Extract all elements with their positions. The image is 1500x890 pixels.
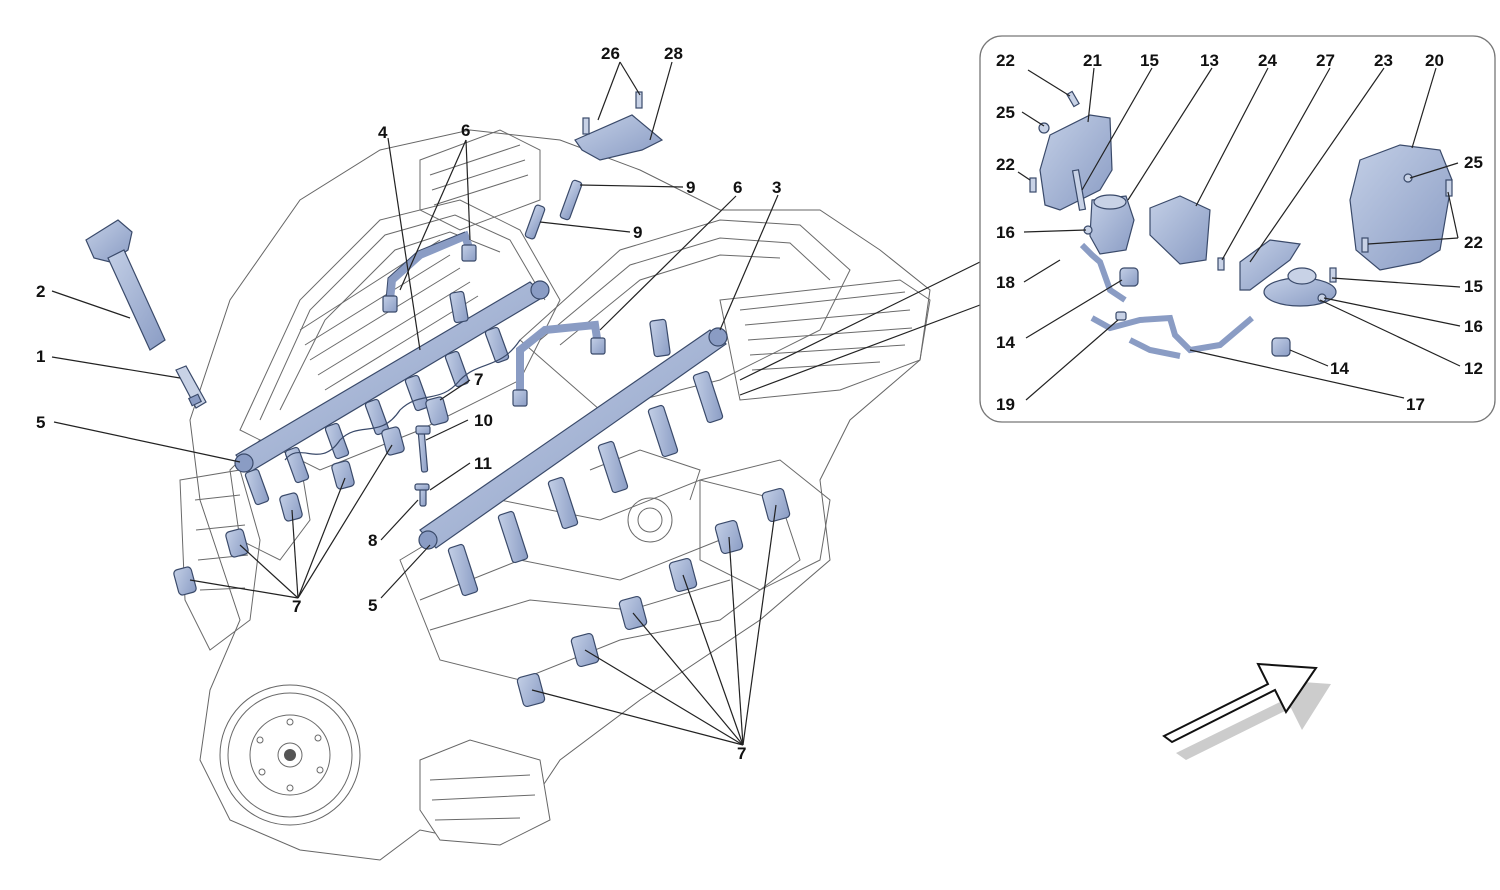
callout-15: 15 (1140, 51, 1159, 70)
callout-24: 24 (1258, 51, 1277, 70)
callout-2: 2 (36, 282, 45, 301)
callout-15b: 15 (1464, 277, 1483, 296)
callout-7: 7 (474, 370, 483, 389)
pins-9 (524, 179, 583, 240)
bolts-10-11-8 (414, 425, 431, 507)
fuel-rail-left (234, 280, 550, 506)
callout-5b: 5 (368, 596, 377, 615)
callout-13: 13 (1200, 51, 1219, 70)
callout-6b: 6 (733, 178, 742, 197)
callout-23: 23 (1374, 51, 1393, 70)
callout-5: 5 (36, 413, 45, 432)
inset-panel: 22 21 15 13 24 27 23 20 25 22 25 16 18 1… (979, 35, 1496, 423)
callout-25: 25 (1464, 153, 1483, 172)
callout-26: 26 (601, 44, 620, 63)
callout-27: 27 (1316, 51, 1335, 70)
callout-11: 11 (474, 454, 492, 473)
callout-22: 22 (996, 51, 1015, 70)
callout-12: 12 (1464, 359, 1483, 378)
highlighted-parts (85, 91, 791, 708)
callout-3: 3 (772, 178, 781, 197)
fuel-pipe-6a (382, 230, 477, 313)
callout-22b: 22 (996, 155, 1015, 174)
callout-9: 9 (686, 178, 695, 197)
callout-9b: 9 (633, 223, 642, 242)
callouts-inset: 22 21 15 13 24 27 23 20 25 22 25 16 18 1… (996, 51, 1483, 414)
leader-lines-main (51, 61, 981, 746)
callout-18: 18 (996, 273, 1015, 292)
fuel-pipe-6b (512, 320, 606, 407)
callout-16b: 16 (1464, 317, 1483, 336)
ignition-coil (85, 219, 166, 351)
callout-6: 6 (461, 121, 470, 140)
callout-28: 28 (664, 44, 683, 63)
callouts-main: 2 1 5 4 6 26 28 9 9 6 3 7 10 11 8 5 7 7 (36, 44, 781, 763)
leader-lines-inset (1017, 67, 1461, 401)
callout-7b: 7 (292, 597, 301, 616)
callout-14b: 14 (1330, 359, 1349, 378)
callout-10: 10 (474, 411, 493, 430)
callout-7c: 7 (737, 744, 746, 763)
callout-16: 16 (996, 223, 1015, 242)
callout-1: 1 (36, 347, 45, 366)
callout-20: 20 (1425, 51, 1444, 70)
callout-22c: 22 (1464, 233, 1483, 252)
callout-4: 4 (378, 123, 388, 142)
callout-25b: 25 (996, 103, 1015, 122)
callout-21: 21 (1083, 51, 1102, 70)
callout-19: 19 (996, 395, 1015, 414)
direction-arrow-icon (1162, 662, 1331, 760)
callout-17: 17 (1406, 395, 1425, 414)
fuel-rail-right (418, 318, 728, 597)
callout-14: 14 (996, 333, 1015, 352)
bracket-28 (574, 91, 664, 161)
spark-plug (175, 365, 207, 409)
callout-8: 8 (368, 531, 377, 550)
